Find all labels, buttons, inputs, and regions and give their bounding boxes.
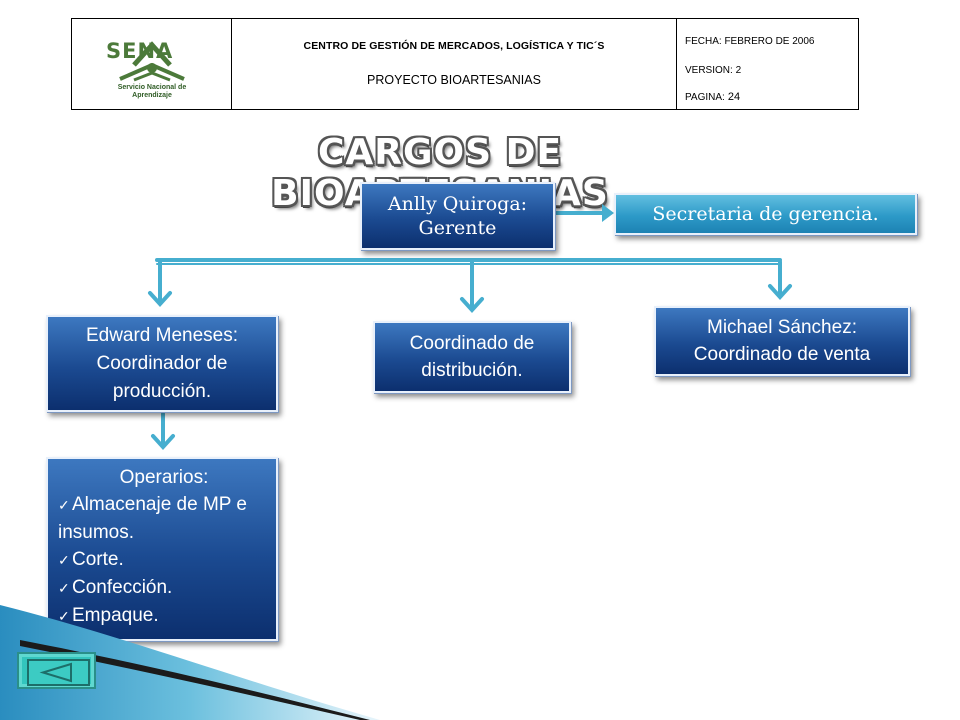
operarios-title: Operarios: [119, 467, 209, 488]
logo-subtitle: Servicio Nacional de Aprendizaje [117, 84, 187, 99]
center-title: CENTRO DE GESTIÓN DE MERCADOS, LOGÍSTICA… [303, 40, 605, 52]
checkmark-icon: ✓ [58, 552, 70, 568]
secretaria-label: Secretaria de gerencia. [652, 203, 879, 225]
box-coordinador-produccion: Edward Meneses: Coordinador de producció… [46, 315, 278, 412]
edward-name: Edward Meneses: [85, 324, 239, 346]
back-button-frame [27, 659, 90, 686]
pagina-value: 24 [727, 91, 741, 103]
box-coordinador-distribucion: Coordinado de distribución. [373, 321, 571, 393]
footer-wave [0, 605, 380, 720]
edward-role-1: Coordinador de [96, 352, 228, 374]
list-item: ✓Empaque. [58, 602, 270, 630]
distribucion-line-2: distribución. [421, 360, 523, 381]
checkmark-icon: ✓ [58, 608, 70, 624]
box-secretaria: Secretaria de gerencia. [614, 193, 917, 235]
box-coordinador-venta: Michael Sánchez: Coordinado de venta [654, 306, 910, 376]
project-name: PROYECTO BIOARTESANIAS [367, 73, 541, 87]
header-meta-cell: FECHA: FEBRERO DE 2006 VERSION: 2 PAGINA… [676, 18, 859, 110]
sena-logo [119, 41, 185, 82]
pagina-row: PAGINA:24 [685, 91, 740, 103]
header-logo-cell: SENA Servicio Nacional de Aprendizaje [71, 18, 232, 110]
checkmark-icon: ✓ [58, 580, 70, 596]
list-item: ✓Confección. [58, 574, 270, 602]
checkmark-icon: ✓ [58, 497, 70, 513]
logo-word: SENA [106, 39, 174, 63]
box-gerente: Anlly Quiroga: Gerente [360, 182, 555, 250]
fecha-label: FECHA: FEBRERO DE 2006 [685, 36, 815, 47]
back-triangle-icon [39, 662, 72, 683]
operarios-list: ✓Almacenaje de MP e insumos. ✓Corte. ✓Co… [58, 491, 270, 630]
gerente-role: Gerente [418, 217, 497, 239]
list-item: ✓Corte. [58, 546, 270, 574]
version-label: VERSION: 2 [685, 65, 742, 76]
michael-role: Coordinado de venta [693, 344, 871, 365]
list-item: ✓Almacenaje de MP e insumos. [58, 494, 247, 543]
pagina-label: PAGINA: [685, 92, 725, 103]
distribucion-line-1: Coordinado de [409, 333, 535, 354]
edward-role-2: producción. [112, 380, 212, 402]
michael-name: Michael Sánchez: [707, 317, 857, 338]
back-button[interactable] [17, 652, 96, 689]
gerente-name: Anlly Quiroga: [387, 193, 528, 215]
box-operarios: Operarios: ✓Almacenaje de MP e insumos. … [46, 457, 278, 641]
